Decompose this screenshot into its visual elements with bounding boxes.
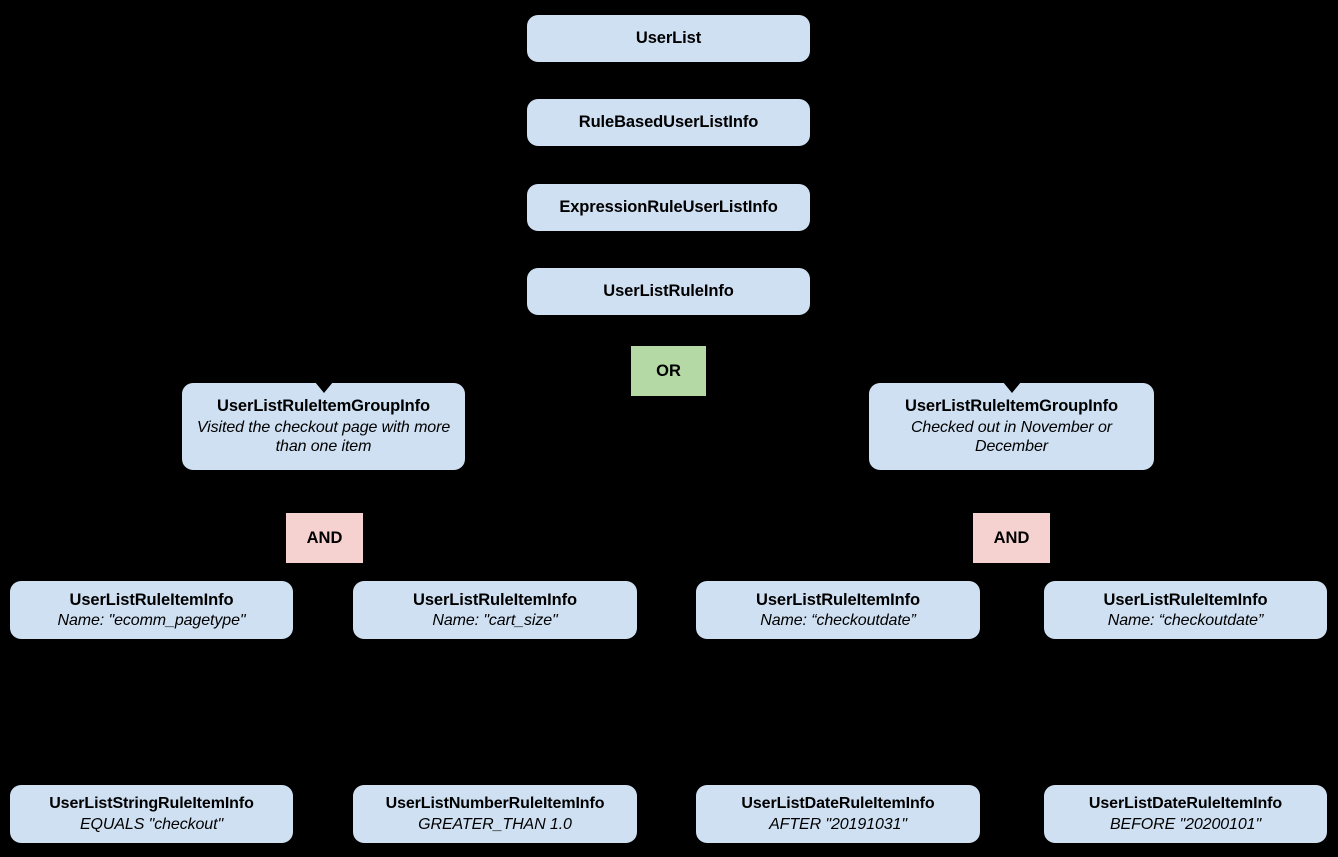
node-leaf-4[interactable]: UserListDateRuleItemInfo BEFORE "2020010… <box>1044 785 1327 843</box>
node-group-right-subtitle: Checked out in November or December <box>910 418 1113 456</box>
node-group-left-subtitle: Visited the checkout page with more than… <box>196 418 451 456</box>
node-leaf-1[interactable]: UserListStringRuleItemInfo EQUALS "check… <box>10 785 293 843</box>
connector-rule-2-to-leaf-2 <box>494 639 496 784</box>
node-group-right-title: UserListRuleItemGroupInfo <box>905 397 1118 416</box>
connector-rule-3-to-leaf-3 <box>838 639 840 784</box>
node-and-operator-right[interactable]: AND <box>973 513 1050 563</box>
node-leaf-4-subtitle: BEFORE "20200101" <box>1109 815 1262 833</box>
connector-group-left-to-rule-1 <box>151 470 153 580</box>
arrowhead-icon-group-right <box>1002 382 1021 393</box>
node-rule-item-4-subtitle: Name: “checkoutdate” <box>1107 611 1264 629</box>
node-rule-item-3[interactable]: UserListRuleItemInfo Name: “checkoutdate… <box>696 581 980 639</box>
connector-expression-to-ruleinfo <box>667 232 669 268</box>
node-rule-item-2-title: UserListRuleItemInfo <box>413 590 577 609</box>
node-leaf-2-subtitle: GREATER_THAN 1.0 <box>418 815 572 833</box>
node-expression-rule-user-list-info-title: ExpressionRuleUserListInfo <box>559 198 778 217</box>
node-user-list[interactable]: UserList <box>527 15 810 62</box>
node-user-list-title: UserList <box>635 29 702 48</box>
node-user-list-rule-info-title: UserListRuleInfo <box>603 282 734 301</box>
node-group-left-title: UserListRuleItemGroupInfo <box>217 397 430 416</box>
node-expression-rule-user-list-info[interactable]: ExpressionRuleUserListInfo <box>527 184 810 231</box>
node-rule-based-user-list-info-title: RuleBasedUserListInfo <box>578 113 759 132</box>
arrowhead-icon-group-left <box>314 382 333 393</box>
node-rule-item-4[interactable]: UserListRuleItemInfo Name: “checkoutdate… <box>1044 581 1327 639</box>
node-rule-item-1-title: UserListRuleItemInfo <box>69 590 234 609</box>
connector-userlist-to-rulebased <box>667 62 669 98</box>
connector-rulebased-to-expression <box>667 147 669 183</box>
node-leaf-4-title: UserListDateRuleItemInfo <box>1088 794 1283 812</box>
node-rule-item-1-subtitle: Name: "ecomm_pagetype" <box>57 611 246 629</box>
node-leaf-2[interactable]: UserListNumberRuleItemInfo GREATER_THAN … <box>353 785 637 843</box>
node-group-left[interactable]: UserListRuleItemGroupInfo Visited the ch… <box>182 382 465 470</box>
node-rule-item-3-subtitle: Name: “checkoutdate” <box>760 611 916 629</box>
node-rule-based-user-list-info[interactable]: RuleBasedUserListInfo <box>527 99 810 146</box>
connector-group-right-to-rule-4 <box>1185 470 1187 580</box>
connector-ruleinfo-to-or <box>667 316 669 346</box>
node-or-operator[interactable]: OR <box>631 346 706 396</box>
node-leaf-1-title: UserListStringRuleItemInfo <box>49 794 254 812</box>
connector-group-right-to-rule-3 <box>838 470 840 580</box>
node-leaf-3[interactable]: UserListDateRuleItemInfo AFTER "20191031… <box>696 785 980 843</box>
and-operator-left-label: AND <box>306 528 343 547</box>
node-rule-item-1[interactable]: UserListRuleItemInfo Name: "ecomm_pagety… <box>10 581 293 639</box>
connector-or-to-group-left <box>323 380 669 382</box>
or-operator-label: OR <box>656 361 681 380</box>
node-leaf-3-title: UserListDateRuleItemInfo <box>741 794 935 812</box>
and-operator-right-label: AND <box>993 528 1030 547</box>
node-leaf-3-subtitle: AFTER "20191031" <box>769 815 907 833</box>
connector-rule-1-to-leaf-1 <box>151 639 153 784</box>
connector-rule-4-to-leaf-4 <box>1185 639 1187 784</box>
node-rule-item-2[interactable]: UserListRuleItemInfo Name: "cart_size" <box>353 581 637 639</box>
node-rule-item-3-title: UserListRuleItemInfo <box>756 590 920 609</box>
node-user-list-rule-info[interactable]: UserListRuleInfo <box>527 268 810 315</box>
node-rule-item-4-title: UserListRuleItemInfo <box>1103 590 1268 609</box>
node-rule-item-2-subtitle: Name: "cart_size" <box>432 611 558 629</box>
node-and-operator-left[interactable]: AND <box>286 513 363 563</box>
connector-or-to-group-right <box>667 380 1013 382</box>
connector-group-left-to-rule-2 <box>494 470 496 580</box>
node-group-right[interactable]: UserListRuleItemGroupInfo Checked out in… <box>869 382 1154 470</box>
node-leaf-1-subtitle: EQUALS "checkout" <box>79 815 224 833</box>
node-leaf-2-title: UserListNumberRuleItemInfo <box>385 794 605 812</box>
